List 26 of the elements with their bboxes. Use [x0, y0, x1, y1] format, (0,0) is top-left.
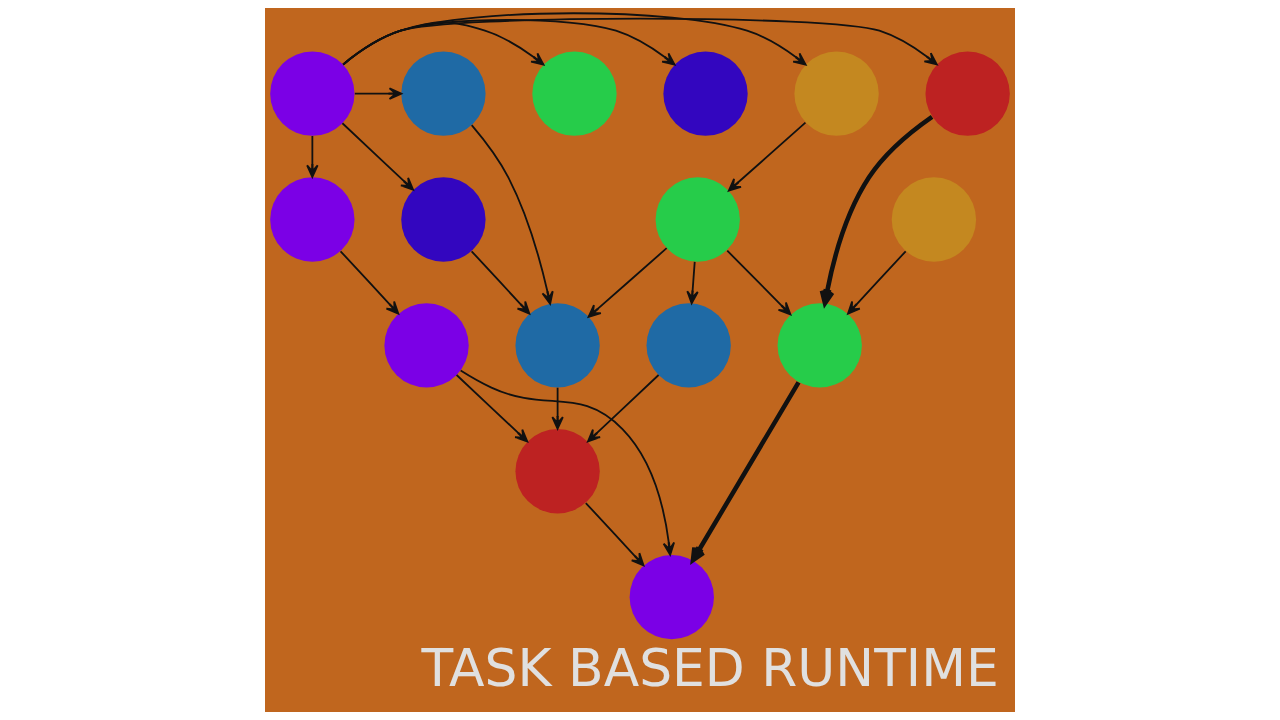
diagram-title: TASK BASED RUNTIME [421, 638, 999, 699]
arrow [551, 386, 564, 430]
arrow [459, 369, 675, 556]
arrow [686, 260, 699, 305]
node-circle [384, 303, 469, 388]
node-circle [646, 303, 731, 388]
arrow [353, 87, 403, 100]
arrow [819, 115, 934, 306]
node-circle [270, 51, 355, 136]
arrow [306, 135, 319, 178]
arrow [455, 374, 529, 443]
arrow [726, 249, 792, 316]
node-circle [401, 51, 486, 136]
arrow [342, 17, 938, 66]
arrow [727, 121, 807, 192]
arrow [587, 247, 668, 318]
arrow [341, 122, 414, 191]
arrow [339, 250, 400, 315]
arrow [584, 502, 645, 567]
node-circle [891, 177, 977, 262]
arrow [470, 124, 554, 305]
arrow [470, 250, 531, 315]
arrow [690, 381, 801, 563]
node-circle [270, 177, 355, 262]
arrow [587, 374, 660, 443]
arrow [847, 250, 907, 315]
